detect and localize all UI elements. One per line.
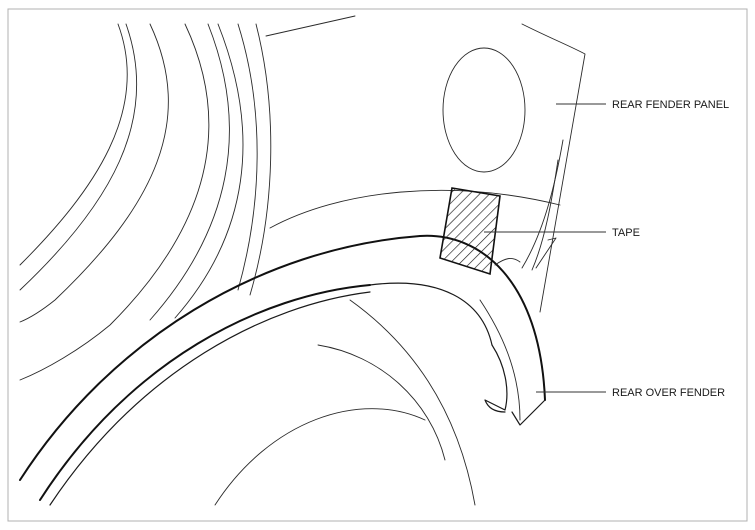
diagram-frame [7, 8, 748, 522]
rear-fender-panel [269, 23, 586, 313]
tape-patch [439, 187, 501, 276]
rear-over-fender [19, 234, 546, 506]
fender-panel-oval-opening [442, 47, 526, 173]
label-rear-over-fender: REAR OVER FENDER [612, 387, 725, 399]
label-rear-fender-panel: REAR FENDER PANEL [612, 99, 729, 111]
tire-curves [214, 299, 476, 506]
label-tape: TAPE [612, 227, 640, 239]
body-contour-lines [19, 15, 356, 381]
